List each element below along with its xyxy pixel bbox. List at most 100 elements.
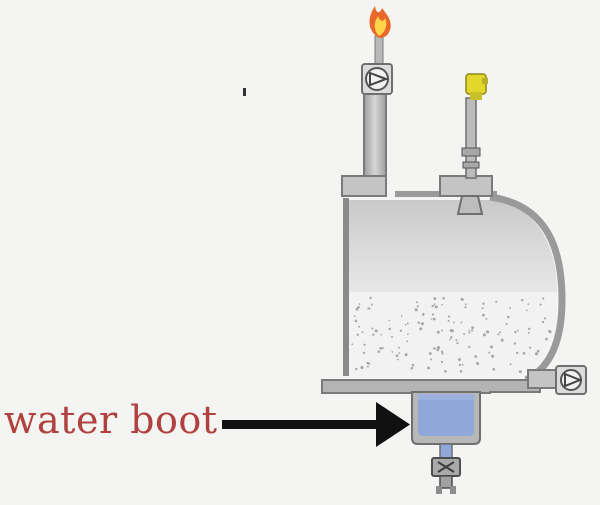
bubble-dot [482,333,486,337]
bubble-dot [539,303,542,306]
bubble-dot [522,351,526,355]
bubble-dot [542,297,545,300]
bubble-dot [407,333,409,335]
bubble-dot [491,354,495,358]
bubble-dot [518,370,522,374]
bubble-dot [436,346,441,350]
bubble-dot [499,331,501,334]
bubble-dot [441,303,443,306]
bubble-dot [430,318,433,320]
bubble-dot [517,329,519,332]
bubble-dot [367,307,370,310]
bubble-dot [427,366,430,370]
bubble-dot [353,315,356,318]
bubble-dot [536,349,540,353]
bubble-dot [460,297,464,301]
bubble-dot [351,343,354,346]
bubble-dot [436,330,440,334]
bubble-dot [545,337,548,341]
bubble-dot [416,305,419,308]
bubble-dot [474,355,478,358]
bubble-dot [444,369,447,373]
bubble-dot [442,297,446,300]
liquid-space [346,292,557,376]
bubble-dot [534,352,539,356]
bubble-dot [548,330,552,334]
bubble-dot [362,351,366,355]
bubble-dot [459,369,463,373]
bubble-dot [395,354,399,358]
bubble-dot [431,304,434,308]
bubble-dot [482,313,485,317]
bubble-dot [388,327,392,331]
bubble-dot [432,317,436,321]
bubble-dot [371,327,374,330]
sensor-collar-2 [462,161,480,169]
bubble-dot [436,348,440,352]
bubble-dot [468,329,471,332]
bubble-dot [406,322,409,325]
bubble-dot [434,305,438,309]
bubble-dot [461,363,464,366]
bubble-dot [514,330,517,334]
bubble-dot [433,303,436,306]
bubble-dot [543,317,546,320]
bubble-dot [500,338,504,342]
bubble-dot [497,333,500,336]
bubble-dot [398,346,400,349]
bubble-dot [381,347,384,350]
flame-icon [369,6,391,38]
bubble-dot [417,321,420,325]
bubble-dot [495,300,498,303]
bubble-dot [447,315,451,318]
bubble-dot [374,329,378,333]
bubble-dot [458,363,462,367]
bubble-dot [450,336,453,339]
bubble-dot [447,319,450,322]
bubble-dot [358,325,360,328]
bubble-dot [397,358,399,361]
bubble-dot [529,346,532,349]
bubble-dot [404,353,408,357]
bubble-dot [398,352,401,354]
bubble-dot [369,296,372,300]
bubble-dot [354,319,358,323]
bubble-dot [357,306,360,309]
bubble-dot [399,329,403,333]
bubble-dot [433,347,436,350]
bubble-dot [360,365,364,370]
bubble-dot [390,335,394,339]
bubble-dot [400,315,403,317]
bubble-dot [490,345,493,349]
bubble-dot [455,339,458,342]
bubble-dot [433,297,437,301]
water-boot-label: water boot [4,398,218,442]
bubble-dot [410,366,414,370]
bubble-dot [430,358,433,361]
bubble-dot [527,303,530,305]
sensor-cone [456,195,484,215]
bubble-dot [449,338,451,341]
bubble-dot [463,333,466,336]
bubble-dot [406,340,409,343]
bubble-dot [488,351,491,354]
bubble-dot [528,327,531,330]
vessel-head [489,193,566,384]
bubble-dot [541,320,545,324]
bubble-dot [431,313,435,316]
bubble-dot [366,365,369,368]
bubble-dot [515,351,519,355]
bubble-dot [468,345,471,349]
gas-space [346,200,557,292]
bubble-dot [507,315,510,319]
water-boot-top-band [418,394,474,400]
bubble-dot [380,333,382,336]
bubble-dot [356,333,359,336]
bubble-dot [355,308,359,311]
stray-mark [243,88,246,96]
bubble-dot [464,303,467,306]
arrow-right-icon [222,402,410,447]
bubble-dot [471,329,474,332]
